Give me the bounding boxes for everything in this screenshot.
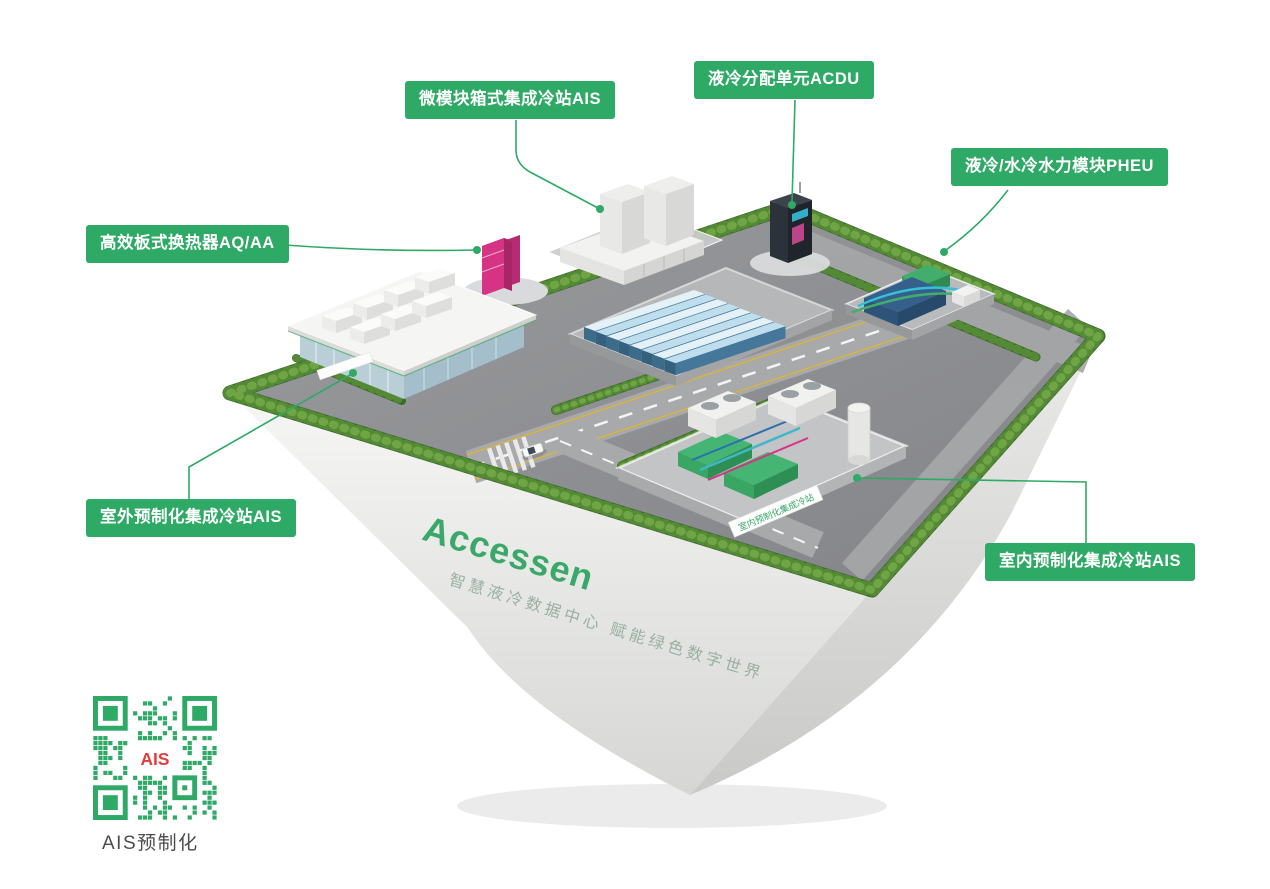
ground-sign-left <box>316 351 374 381</box>
connector-dot-outdoor-station <box>349 369 357 377</box>
qr-code-svg: AIS <box>93 696 217 820</box>
connector-line-micro-module <box>515 120 599 209</box>
callout-indoor-station: 室内预制化集成冷站AIS <box>985 543 1196 581</box>
connector-line-outdoor-station <box>188 374 351 499</box>
data-hall-racks <box>567 266 835 386</box>
qr-center-text: AIS <box>141 749 170 769</box>
connector-dot-pheu <box>940 248 948 256</box>
pheu-module <box>844 265 996 340</box>
callout-outdoor-station: 室外预制化集成冷站AIS <box>86 499 297 537</box>
platform-shadow <box>457 784 887 828</box>
connector-line-indoor-station <box>859 477 1087 543</box>
qr-code: AIS <box>93 696 217 820</box>
connector-line-pheu <box>945 189 1009 251</box>
micro-module-containers <box>546 176 724 285</box>
callout-plate-hx: 高效板式换热器AQ/AA <box>86 225 289 263</box>
callout-acdu: 液冷分配单元ACDU <box>694 61 874 99</box>
outdoor-station-building <box>286 268 538 399</box>
qr-caption: AIS预制化 <box>102 833 199 854</box>
storage-tank <box>847 402 871 465</box>
connector-dot-plate-hx <box>473 246 481 254</box>
callout-micro-module-station: 微模块箱式集成冷站AIS <box>405 81 616 119</box>
connector-line-acdu <box>791 99 796 203</box>
acdu-tower <box>750 182 830 276</box>
connector-dot-indoor-station <box>853 474 861 482</box>
callout-pheu: 液冷/水冷水力模块PHEU <box>951 148 1168 186</box>
connector-dot-micro-module <box>596 205 604 213</box>
indoor-station: 室内预制化集成冷站 <box>614 379 910 538</box>
connector-dot-acdu <box>788 201 796 209</box>
callout-connectors <box>188 99 1087 543</box>
connector-line-plate-hx <box>284 244 475 252</box>
car <box>521 442 547 460</box>
